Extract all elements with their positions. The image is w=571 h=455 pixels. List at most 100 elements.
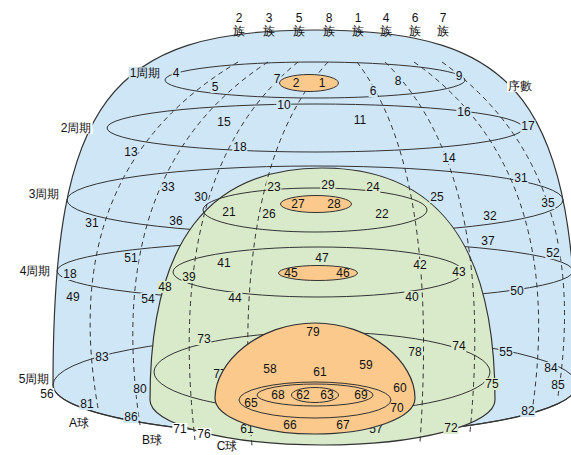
atomic-number: 4 [172,67,181,79]
atomic-number: 50 [509,285,524,297]
group-header: 5族 [292,12,306,38]
atomic-number: 5 [211,81,220,93]
orange-ellipse-shape [279,266,358,281]
atomic-number: 40 [404,291,419,303]
node-outline [279,74,339,92]
atomic-number: 58 [263,363,276,375]
meridian-line [90,62,238,408]
sphere-label: A球 [68,417,90,429]
group-header: 8族 [322,12,336,38]
atomic-number: 22 [374,208,389,220]
atomic-number: 41 [216,257,231,269]
atomic-number: 54 [140,293,155,305]
group-header: 6族 [408,12,422,38]
group-header: 4族 [379,12,393,38]
atomic-number: 13 [123,146,138,158]
orange-ellipse: 62 63 [291,387,339,403]
atomic-number: 30 [193,191,208,203]
atomic-number: 82 [520,405,535,417]
atomic-number: 6 [369,85,378,97]
sphere-label: C球 [216,440,239,452]
atomic-number: 56 [39,388,54,400]
group-meridians [90,62,564,446]
meridian-line [442,62,565,396]
atomic-number: 86 [123,411,138,423]
atomic-number: 29 [320,179,335,191]
orange-ellipse: 4546 [278,265,358,281]
atomic-number: 81 [79,398,94,410]
atomic-number: 60 [393,382,406,394]
atomic-number: 69 [354,389,367,401]
atomic-number: 84 [543,362,558,374]
atomic-number: 72 [443,422,458,434]
inner-ring [239,382,391,418]
period-label: 3周期 [28,188,61,200]
atomic-number: 47 [314,252,329,264]
atomic-number: 15 [216,116,231,128]
atomic-number: 28 [327,198,340,210]
node-outline [280,195,352,213]
atomic-number: 18 [62,268,77,280]
period-ring [107,104,523,152]
atomic-number: 51 [123,252,138,264]
atomic-number: 32 [482,210,497,222]
atomic-number: 2 [293,77,300,89]
atomic-number: 10 [276,99,291,111]
period-ring [203,188,427,232]
atomic-number: 52 [545,247,560,259]
inner-hemisphere [150,168,495,445]
atomic-number: 46 [336,267,349,279]
atomic-number: 78 [407,346,422,358]
atomic-number: 83 [94,351,109,363]
sphere-label: B球 [141,434,163,446]
period-ring [165,62,465,98]
atomic-number: 11 [353,114,367,126]
atomic-number: 39 [181,271,196,283]
atomic-number: 27 [291,198,304,210]
atomic-number: 37 [480,235,495,247]
period-label: 4周期 [19,265,52,277]
group-header: 3族 [262,12,276,38]
atomic-number: 43 [451,266,466,278]
atomic-number: 14 [441,152,456,164]
orange-dome-shape [215,323,415,434]
atomic-number: 85 [550,379,565,391]
atomic-number: 21 [221,206,236,218]
atomic-number: 44 [227,292,242,304]
orange-ellipse-shape [281,196,352,213]
atomic-number: 68 [271,389,284,401]
period-label: 1周期 [129,67,162,79]
group-header: 1族 [351,12,365,38]
atomic-number: 67 [336,419,349,431]
atomic-number: 9 [455,70,464,82]
axis-label: 序數 [507,80,533,92]
atomic-number: 62 [296,389,309,401]
meridian-line [414,62,539,412]
atomic-number: 63 [320,389,333,401]
period-label: 5周期 [18,373,51,385]
atomic-number: 59 [359,359,372,371]
atomic-number: 80 [132,383,147,395]
atomic-number: 26 [261,208,276,220]
period-ring [173,247,463,297]
orange-ellipse-shape [292,388,339,403]
atomic-number: 36 [168,215,183,227]
atomic-number: 66 [283,419,296,431]
orange-ellipse: 21 [279,74,339,92]
atomic-number: 16 [456,106,471,118]
atomic-number: 79 [306,326,319,338]
atomic-number: 48 [157,281,172,293]
atomic-number: 49 [65,291,80,303]
atomic-number: 71 [172,423,187,435]
atomic-number: 42 [412,259,427,271]
atomic-number: 33 [160,181,175,193]
atomic-number: 17 [520,120,535,132]
atomic-number: 25 [429,191,444,203]
atomic-number: 73 [196,333,211,345]
atomic-number: 23 [266,181,281,193]
atomic-number: 65 [244,397,257,409]
atomic-number: 61 [313,366,326,378]
atomic-number: 76 [196,428,211,440]
period-label: 2周期 [60,122,93,134]
atomic-number: 8 [394,75,403,87]
